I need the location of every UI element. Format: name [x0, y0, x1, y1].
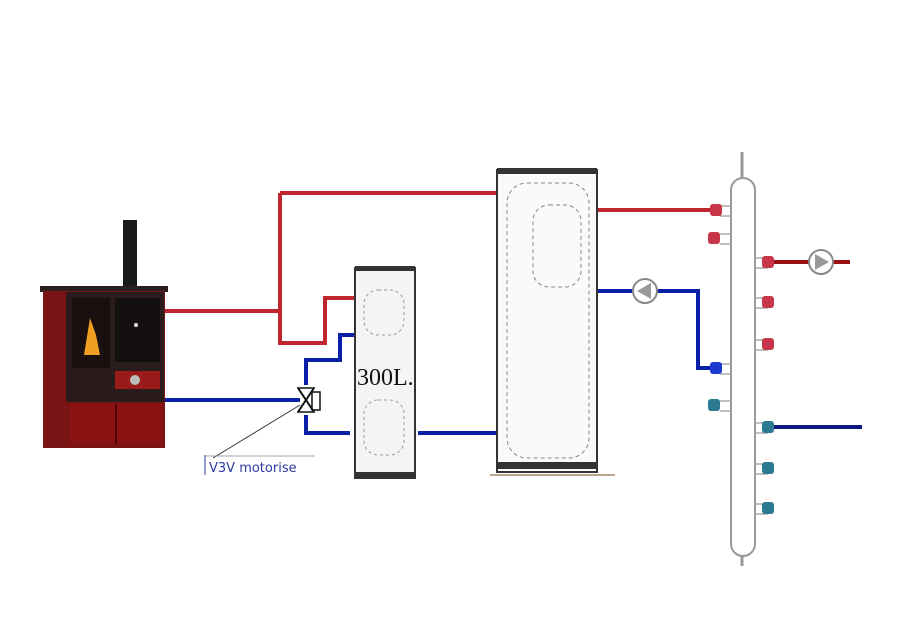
hot-water-tank	[490, 168, 615, 476]
circulator-pump-icon	[808, 249, 834, 275]
valve-leader-line	[212, 404, 301, 459]
hot-pipes	[165, 191, 850, 345]
three-way-valve-icon	[296, 387, 321, 413]
tank-capacity-label: 300L.	[357, 365, 414, 391]
flame-icon	[84, 318, 100, 355]
wood-stove	[40, 220, 168, 448]
chimney	[123, 220, 137, 288]
valve-label: V3V motorise	[209, 461, 297, 476]
circulator-pump-icon	[632, 278, 658, 304]
manifold	[708, 152, 774, 566]
buffer-tank-300l	[354, 266, 416, 479]
